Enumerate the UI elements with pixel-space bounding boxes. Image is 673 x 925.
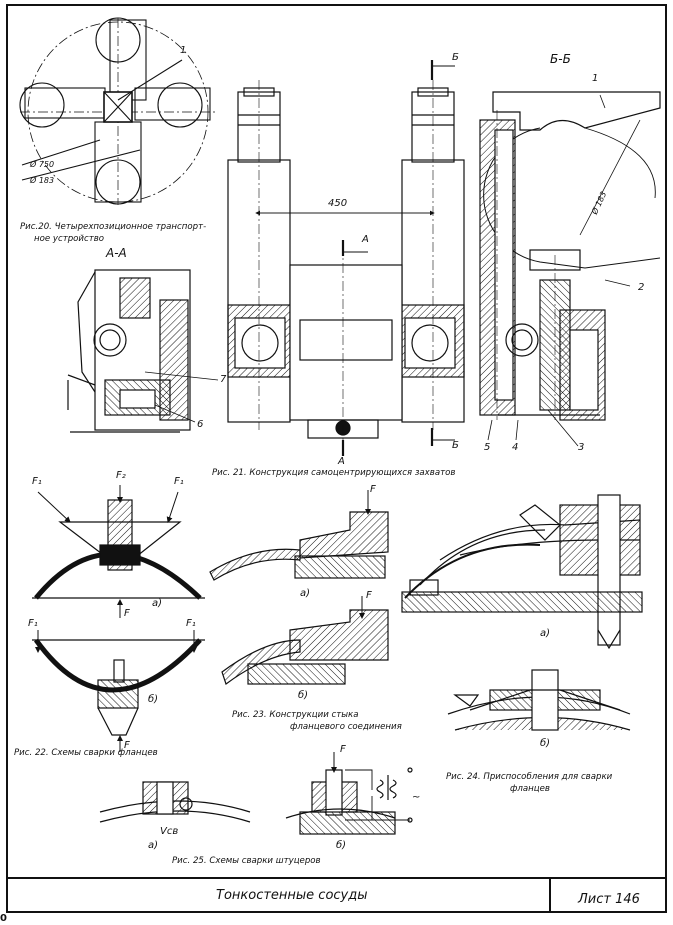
fig21-section-aa-label: А-А	[106, 246, 127, 260]
fig22-label-a: а)	[152, 598, 163, 609]
drawing-frame	[6, 4, 667, 913]
fig21-callout-4: 4	[512, 442, 519, 453]
fig25-f: F	[340, 744, 346, 755]
fig20-dim-183: Ø 183	[30, 176, 55, 185]
fig24-caption-line2: фланцев	[510, 784, 550, 794]
fig21-section-bb	[479, 91, 661, 447]
fig25-label-b: б)	[336, 840, 347, 851]
fig23-caption-line2: фланцевого соединения	[290, 722, 402, 732]
fig23-caption-line1: Рис. 23. Конструкции стыка	[232, 710, 359, 720]
fig21-caption: Рис. 21. Конструкция самоцентрирующихся …	[212, 468, 456, 478]
fig21-section-bb-label: Б-Б	[550, 52, 571, 66]
fig20-caption-line2: ное устройство	[34, 234, 105, 244]
fig25-fitting-welding	[99, 752, 413, 835]
fig21-dim-450: 450	[328, 198, 348, 209]
corner-mark: 0	[0, 913, 7, 924]
fig22-f1-right: F₁	[174, 476, 184, 487]
fig24-label-b: б)	[540, 738, 551, 749]
fig21-callout-7: 7	[220, 374, 227, 385]
fig20-transport-device	[19, 17, 215, 205]
fig22-caption: Рис. 22. Схемы сварки фланцев	[14, 748, 158, 758]
fig20-callout-1: 1	[180, 45, 187, 56]
fig23-flange-joint	[209, 490, 389, 685]
fig21-cut-a-top: А	[362, 234, 369, 245]
sheet-number: Лист 146	[578, 892, 640, 907]
fig22-f1-left-b: F₁	[28, 618, 38, 629]
fig21-callout-5: 5	[484, 442, 491, 453]
fig22-f1-left: F₁	[32, 476, 42, 487]
fig23-f-a: F	[370, 484, 376, 495]
fig20-caption-line1: Рис.20. Четырехпозиционное транспорт-	[20, 222, 207, 232]
fig21-cut-a-bottom: А	[338, 456, 345, 467]
fig22-flange-welding	[32, 485, 205, 752]
fig21-callout-1: 1	[592, 73, 599, 84]
fig23-label-b: б)	[298, 690, 309, 701]
fig25-caption: Рис. 25. Схемы сварки штуцеров	[172, 856, 321, 866]
fig21-cut-b-top: Б	[452, 52, 459, 63]
fig24-label-a: а)	[540, 628, 551, 639]
fig23-f-b: F	[366, 590, 372, 601]
fig22-f-b: F	[124, 740, 130, 751]
fig21-section-aa	[67, 269, 219, 433]
title-block	[6, 877, 667, 913]
fig20-dim-750: Ø 750	[30, 160, 55, 169]
fig21-callout-3: 3	[578, 442, 585, 453]
fig25-vsv: Vсв	[160, 826, 179, 837]
sheet-title: Тонкостенные сосуды	[216, 888, 368, 903]
fig22-label-b: б)	[148, 694, 159, 705]
fig21-callout-6: 6	[197, 419, 204, 430]
fig21-cut-b-bottom: Б	[452, 440, 459, 451]
fig21-front-view	[227, 60, 465, 456]
fig23-label-a: а)	[300, 588, 311, 599]
fig22-f1-right-b: F₁	[186, 618, 196, 629]
fig25-ac: ~	[412, 792, 421, 803]
fig21-callout-2: 2	[638, 282, 645, 293]
fig24-caption-line1: Рис. 24. Приспособления для сварки	[446, 772, 613, 782]
fig24-welding-fixtures	[401, 494, 643, 731]
fig25-label-a: а)	[148, 840, 159, 851]
fig22-f-a: F	[124, 608, 130, 619]
fig22-f2: F₂	[116, 470, 126, 481]
